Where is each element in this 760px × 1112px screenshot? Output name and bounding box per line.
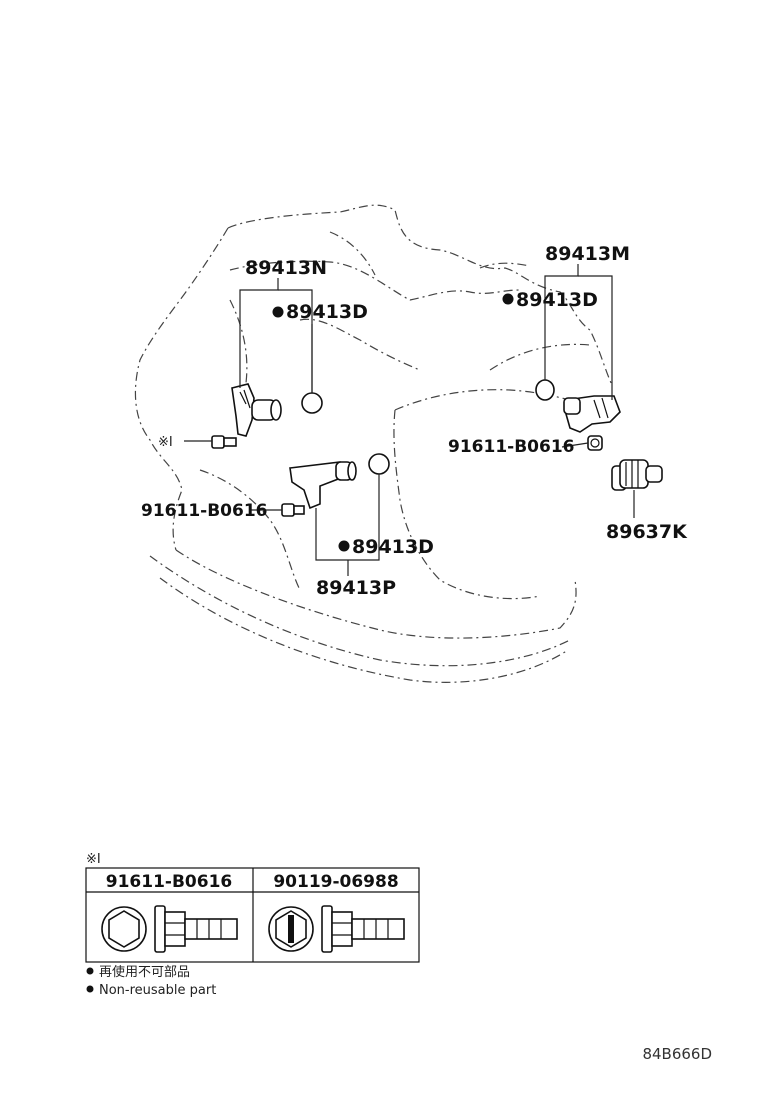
hex-head-bolt-icon [101,906,147,952]
non-reusable-dot-icon [272,306,284,318]
fastener-table [85,867,420,963]
non-reusable-dot-icon [86,985,94,993]
bolt-note-i-drawing [211,435,237,449]
oring-89413n-drawing [301,392,323,414]
callout-89637k: 89637K [606,521,688,543]
callout-89413n: 89413N [245,257,327,279]
fastener-col-90119-06988: 90119-06988 [273,872,398,892]
bolt-p-drawing [281,503,305,517]
callout-89413p: 89413P [316,577,396,599]
callout-89413d-p: 89413D [352,536,434,558]
fastener-col-91611-b0616: 91611-B0616 [106,872,232,892]
callout-89413d-m: 89413D [516,289,598,311]
callout-note-mark: ※Ⅰ [158,435,173,450]
flange-bolt-side-icon [154,905,238,953]
flange-bolt-side-icon [321,905,405,953]
sensor-89413n-drawing [231,383,282,437]
leader-lines [184,264,635,576]
reference-code: 84B666D [642,1045,712,1063]
non-reusable-dot-icon [86,967,94,975]
sensor-89413m-drawing [563,395,621,433]
bolt-m-drawing [587,435,603,451]
oring-89413m-drawing [535,379,555,401]
non-reusable-dot-icon [502,293,514,305]
oring-89413p-drawing [368,453,390,475]
legend-non-reusable-en: Non-reusable part [99,983,216,998]
engine-outline [134,204,613,683]
legend-non-reusable-ja: 再使用不可部品 [99,964,190,980]
callout-91611-b0616-right: 91611-B0616 [448,437,574,457]
sensor-89637k-drawing [611,459,663,491]
sensor-89413p-drawing [289,461,357,510]
non-reusable-dot-icon [338,540,350,552]
fastener-table-mark: ※Ⅰ [86,852,101,867]
callout-91611-b0616-left: 91611-B0616 [141,501,267,521]
slotted-head-bolt-icon [268,906,314,952]
callout-89413d-n: 89413D [286,301,368,323]
callout-89413m: 89413M [545,243,630,265]
